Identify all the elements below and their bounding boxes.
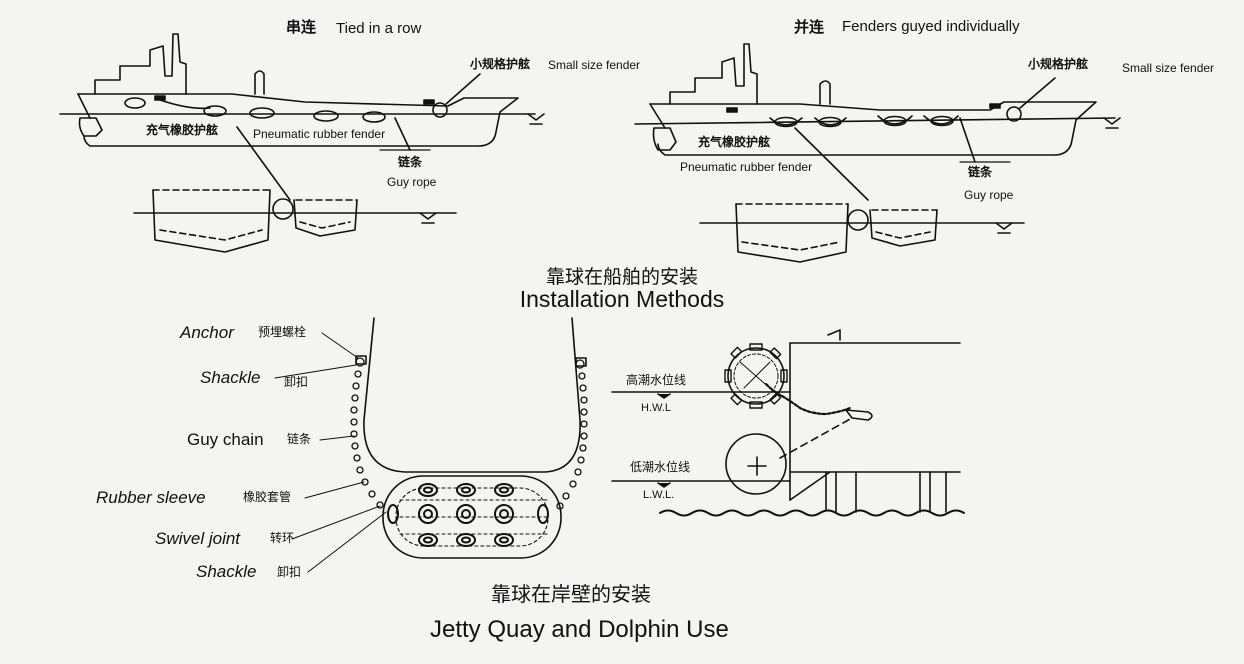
quay-caption-zh: 靠球在岸壁的安装 — [491, 582, 651, 606]
small-fender-label-zh-left: 小规格护舷 — [470, 57, 531, 71]
part-label-guy-chain-en: Guy chain — [187, 430, 264, 449]
ship-guyed-individually — [634, 43, 1121, 201]
section-sketch-right — [699, 203, 1025, 263]
tied-row-title-zh: 串连 — [286, 18, 317, 36]
small-fender-label-en-right: Small size fender — [1122, 61, 1215, 75]
pneumatic-fender-label-zh-right: 充气橡胶护舷 — [698, 135, 771, 149]
installation-caption-en: Installation Methods — [519, 286, 725, 312]
part-label-shackle2-zh: 卸扣 — [277, 565, 302, 579]
part-label-shackle-en: Shackle — [200, 368, 261, 387]
high-water-label-zh: 高潮水位线 — [626, 373, 687, 387]
tied-row-title-en: Tied in a row — [336, 20, 422, 37]
ship-tied-in-row — [59, 33, 545, 201]
part-label-swivel-joint-en: Swivel joint — [155, 529, 241, 548]
small-fender-label-zh-right: 小规格护舷 — [1028, 57, 1089, 71]
part-label-rubber-sleeve-en: Rubber sleeve — [96, 488, 206, 507]
high-water-label-en: H.W.L — [641, 402, 671, 414]
guy-rope-label-en-left: Guy rope — [387, 175, 437, 189]
low-water-label-en: L.W.L. — [643, 489, 675, 501]
pneumatic-fender-label-en-right: Pneumatic rubber fender — [680, 160, 813, 174]
low-water-label-zh: 低潮水位线 — [630, 460, 691, 474]
installation-caption-zh: 靠球在船舶的安装 — [545, 266, 698, 288]
pneumatic-fender-label-zh-left: 充气橡胶护舷 — [146, 123, 219, 137]
part-label-swivel-joint-zh: 转环 — [270, 531, 295, 545]
guyed-title-en: Fenders guyed individually — [842, 18, 1020, 35]
part-label-guy-chain-zh: 链条 — [287, 432, 312, 446]
guy-rope-label-zh-left: 链条 — [398, 155, 423, 169]
pneumatic-fender-label-en-left: Pneumatic rubber fender — [253, 127, 386, 141]
quay-diagram — [611, 329, 965, 517]
part-label-anchor-zh: 预埋螺栓 — [258, 325, 307, 339]
hull-hanging-diagram — [274, 317, 588, 573]
part-label-anchor-en: Anchor — [180, 323, 234, 342]
small-fender-label-en-left: Small size fender — [548, 58, 641, 72]
guyed-title-zh: 并连 — [794, 18, 825, 36]
part-label-shackle2-en: Shackle — [196, 562, 257, 581]
section-sketch-left — [133, 189, 457, 253]
part-label-rubber-sleeve-zh: 橡胶套管 — [243, 490, 292, 504]
quay-caption-en: Jetty Quay and Dolphin Use — [430, 616, 729, 643]
guy-rope-label-zh-right: 链条 — [968, 165, 993, 179]
part-label-shackle-zh: 卸扣 — [284, 375, 309, 389]
guy-rope-label-en-right: Guy rope — [964, 188, 1014, 202]
